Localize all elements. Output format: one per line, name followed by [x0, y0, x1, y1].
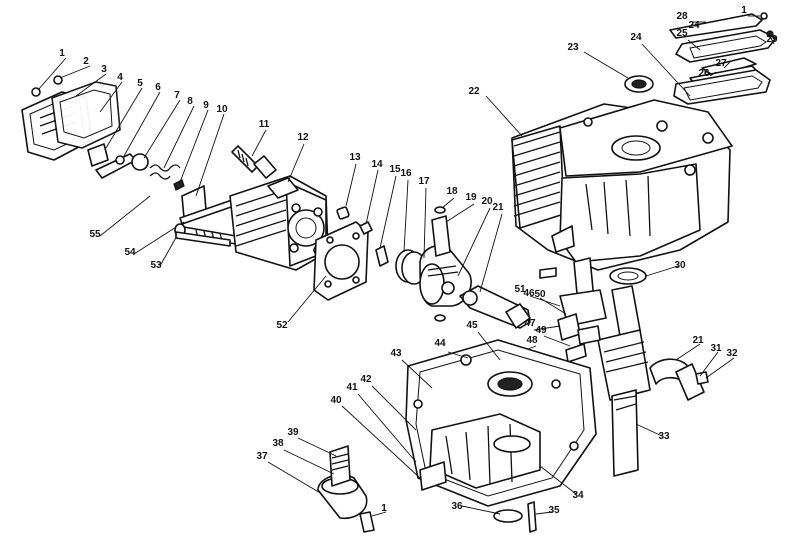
oil-fill-cap [267, 437, 387, 533]
rod-cap [649, 343, 735, 401]
callout-c10: 10 [216, 104, 228, 115]
callout-c14: 14 [371, 159, 383, 170]
callout-c38: 38 [272, 438, 284, 449]
head-bolt [175, 231, 231, 247]
callout-c55: 55 [89, 229, 101, 240]
callout-c1b: 1 [741, 5, 747, 16]
callout-c52: 52 [276, 320, 288, 331]
callout-c41: 41 [346, 382, 358, 393]
callout-c20: 20 [481, 196, 493, 207]
callout-c24a: 24 [630, 32, 642, 43]
callout-c18: 18 [446, 186, 458, 197]
valve-cover [21, 57, 143, 167]
callout-c40: 40 [330, 395, 342, 406]
callout-c53: 53 [150, 260, 162, 271]
callout-c44: 44 [434, 338, 446, 349]
callout-c42: 42 [360, 374, 372, 385]
callout-c32: 32 [726, 348, 738, 359]
callout-c1c: 1 [381, 503, 387, 514]
callout-c17: 17 [418, 176, 430, 187]
callout-c23: 23 [567, 42, 579, 53]
oil-seal [583, 51, 654, 93]
callout-c6: 6 [155, 82, 161, 93]
callout-c45: 45 [466, 320, 478, 331]
callout-c2: 2 [83, 56, 89, 67]
engine-block [485, 95, 733, 271]
crankcase-sump [341, 331, 597, 533]
callout-c34: 34 [572, 490, 584, 501]
callout-c4: 4 [117, 72, 123, 83]
callout-c51: 51 [514, 284, 526, 295]
callout-c47: 47 [524, 318, 536, 329]
callout-c29: 29 [766, 34, 778, 45]
breather-assembly [641, 12, 777, 105]
callout-c37: 37 [256, 451, 268, 462]
callout-c13: 13 [349, 152, 361, 163]
callout-c15: 15 [389, 164, 401, 175]
callout-c33: 33 [658, 431, 670, 442]
callout-c39: 39 [287, 427, 299, 438]
callout-c36: 36 [451, 501, 463, 512]
spark-plug [231, 129, 277, 179]
callout-c54: 54 [124, 247, 136, 258]
callout-c25: 25 [676, 28, 688, 39]
callout-c22: 22 [468, 86, 480, 97]
callout-c8: 8 [187, 96, 193, 107]
callout-c19: 19 [465, 192, 477, 203]
callout-c12: 12 [297, 132, 309, 143]
callout-c3: 3 [101, 64, 107, 75]
callout-c48: 48 [526, 335, 538, 346]
callout-c43: 43 [390, 348, 402, 359]
callout-c49: 49 [535, 325, 547, 336]
callout-c26: 26 [698, 68, 710, 79]
callout-c35: 35 [548, 505, 560, 516]
callout-c50: 50 [534, 289, 546, 300]
callout-c21b: 21 [692, 335, 704, 346]
callout-c24b: 24 [688, 20, 700, 31]
callout-c11: 11 [259, 119, 270, 130]
governor-parts [519, 313, 601, 363]
callout-c1a: 1 [59, 48, 65, 59]
callout-c9: 9 [203, 100, 209, 111]
callout-c16: 16 [400, 168, 412, 179]
piston-group [336, 163, 531, 329]
callout-c21a: 21 [492, 202, 504, 213]
callout-c28: 28 [676, 11, 688, 22]
callout-c7: 7 [174, 90, 180, 101]
head-gasket [287, 221, 369, 323]
callout-c27: 27 [715, 58, 727, 69]
callout-c46: 46 [523, 288, 535, 299]
callout-c5: 5 [137, 78, 143, 89]
callout-c30: 30 [674, 260, 686, 271]
callout-c31: 31 [710, 343, 722, 354]
